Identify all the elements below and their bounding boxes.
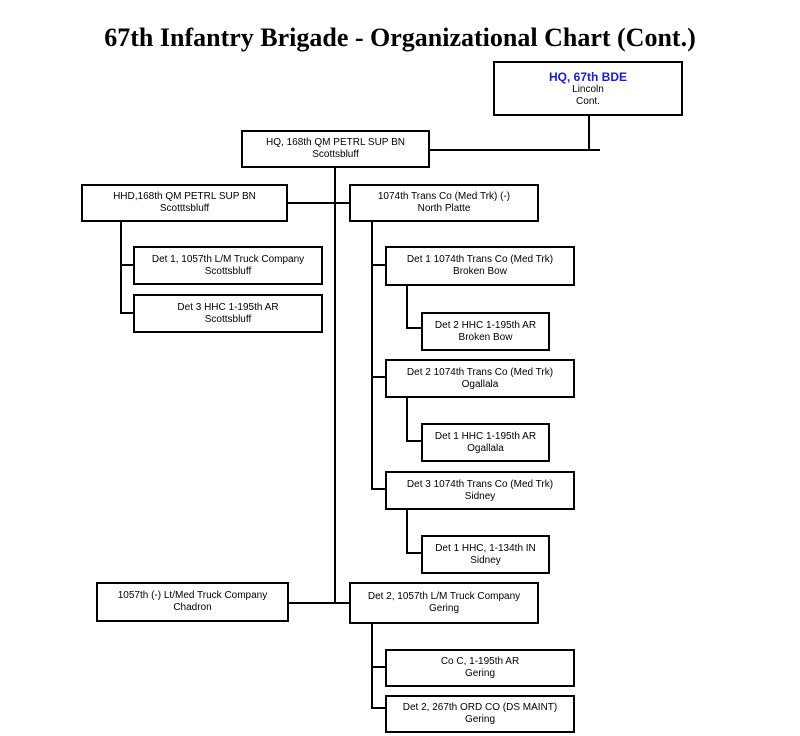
node-name: 1057th (-) Lt/Med Truck Company [117, 590, 268, 601]
node-name: Det 2 1074th Trans Co (Med Trk) [406, 366, 554, 378]
node-det1-1057th-lm-truck-company: Det 1, 1057th L/M Truck Company Scottsbl… [133, 246, 323, 285]
node-det1-hhc-1-134th-in: Det 1 HHC, 1-134th IN Sidney [421, 535, 550, 574]
connector-line [406, 552, 422, 554]
node-location: Ogallala [467, 442, 504, 454]
node-det2-1074th-trans-co: Det 2 1074th Trans Co (Med Trk) Ogallala [385, 359, 575, 398]
node-location: Scottsbluff [312, 149, 359, 160]
connector-line [287, 202, 350, 204]
node-name: 1074th Trans Co (Med Trk) (-) [377, 191, 511, 202]
node-det1-hhc-1-195th-ar: Det 1 HHC 1-195th AR Ogallala [421, 423, 550, 462]
node-location: Sidney [464, 490, 496, 502]
node-name: Det 1 HHC 1-195th AR [434, 430, 537, 442]
node-location: Gering [464, 714, 495, 725]
chart-title: 67th Infantry Brigade - Organizational C… [104, 23, 696, 52]
connector-line [334, 167, 336, 603]
connector-line [371, 221, 373, 490]
node-name: Det 2, 267th ORD CO (DS MAINT) [402, 702, 558, 713]
node-location: Ogallala [461, 378, 499, 390]
node-location: Lincoln [572, 83, 604, 95]
connector-line [406, 327, 422, 329]
connector-line [371, 376, 386, 378]
node-name: HQ, 168th QM PETRL SUP BN [266, 137, 405, 148]
node-det3-hhc-1-195th-ar: Det 3 HHC 1-195th AR Scottsbluff [133, 294, 323, 333]
node-location: Sidney [470, 554, 501, 566]
node-hhd-168th-qm-petrl-sup-bn: HHD,168th QM PETRL SUP BN Scotttsbluff [81, 184, 288, 222]
connector-line [371, 488, 386, 490]
node-det3-1074th-trans-co: Det 3 1074th Trans Co (Med Trk) Sidney [385, 471, 575, 510]
node-name: Det 2 HHC 1-195th AR [434, 319, 537, 331]
node-location: Gering [464, 668, 495, 679]
node-1057th-lt-med-truck-company: 1057th (-) Lt/Med Truck Company Chadron [96, 582, 289, 622]
connector-line [288, 602, 350, 604]
node-name: Co C, 1-195th AR [440, 656, 520, 667]
node-location: North Platte [417, 203, 471, 214]
node-name: Det 1 HHC, 1-134th IN [435, 542, 536, 554]
connector-line [120, 221, 122, 313]
connector-line [406, 440, 422, 442]
connector-line [120, 312, 134, 314]
node-hq-168th-qm-petrl-sup-bn: HQ, 168th QM PETRL SUP BN Scottsbluff [241, 130, 430, 168]
node-name: Det 3 HHC 1-195th AR [177, 301, 279, 313]
node-det2-267th-ord-co: Det 2, 267th ORD CO (DS MAINT) Gering [385, 695, 575, 733]
node-det1-1074th-trans-co: Det 1 1074th Trans Co (Med Trk) Broken B… [385, 246, 575, 286]
connector-line [406, 509, 408, 553]
node-location: Scottsbluff [204, 265, 252, 277]
connector-line [588, 115, 590, 150]
node-name: Det 2, 1057th L/M Truck Company [367, 591, 521, 602]
connector-line [406, 285, 408, 328]
node-location: Broken Bow [458, 331, 513, 343]
connector-line [371, 264, 386, 266]
node-name: Det 1, 1057th L/M Truck Company [151, 253, 305, 265]
node-location: Scottsbluff [204, 313, 252, 325]
node-location: Gering [428, 603, 459, 614]
node-note: Cont. [576, 95, 600, 107]
node-det2-hhc-1-195th-ar: Det 2 HHC 1-195th AR Broken Bow [421, 312, 550, 351]
connector-line [120, 264, 134, 266]
node-co-c-1-195th-ar: Co C, 1-195th AR Gering [385, 649, 575, 687]
node-name: HHD,168th QM PETRL SUP BN [113, 191, 256, 202]
connector-line [371, 623, 373, 708]
node-location: Chadron [173, 602, 212, 613]
node-name: Det 1 1074th Trans Co (Med Trk) [406, 254, 554, 265]
node-det2-1057th-lm-truck-company: Det 2, 1057th L/M Truck Company Gering [349, 582, 539, 624]
node-location: Scotttsbluff [159, 203, 210, 214]
connector-line [406, 397, 408, 441]
node-hq-67th-bde: HQ, 67th BDE Lincoln Cont. [493, 61, 683, 116]
connector-line [371, 666, 386, 668]
node-name: Det 3 1074th Trans Co (Med Trk) [406, 478, 554, 490]
node-name: HQ, 67th BDE [548, 69, 627, 84]
connector-line [429, 149, 600, 151]
node-location: Broken Bow [453, 266, 507, 277]
connector-line [371, 707, 386, 709]
node-1074th-trans-co: 1074th Trans Co (Med Trk) (-) North Plat… [349, 184, 539, 222]
